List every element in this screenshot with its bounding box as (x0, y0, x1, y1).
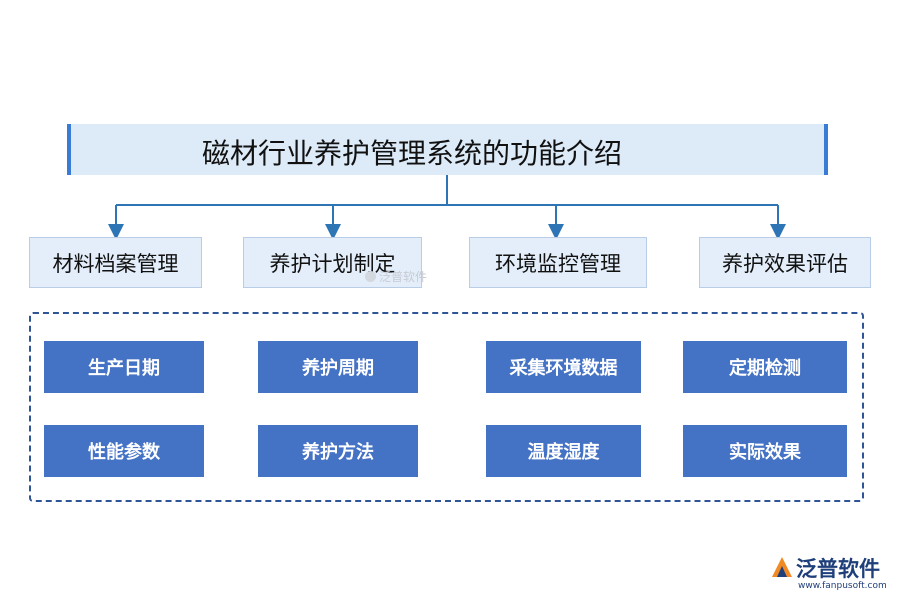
fanpu-logo-icon (772, 557, 792, 577)
logo-text: 泛普软件 (796, 557, 880, 581)
item-periodic-inspection: 定期检测 (683, 341, 847, 393)
item-performance-params: 性能参数 (44, 425, 204, 477)
diagram-title: 磁材行业养护管理系统的功能介绍 (202, 137, 623, 170)
logo-url: www.fanpusoft.com (798, 581, 887, 591)
item-maintenance-cycle: 养护周期 (258, 341, 418, 393)
category-material-archive: 材料档案管理 (29, 237, 202, 288)
items-group-frame (29, 312, 864, 502)
brand-logo: 泛普软件 www.fanpusoft.com (768, 553, 892, 593)
watermark-center: 泛普软件 (365, 268, 427, 285)
watermark-logo-icon (365, 271, 376, 282)
item-temperature-humidity: 温度湿度 (486, 425, 641, 477)
item-collect-env-data: 采集环境数据 (486, 341, 641, 393)
item-maintenance-method: 养护方法 (258, 425, 418, 477)
watermark-text: 泛普软件 (379, 270, 428, 284)
category-effect-evaluation: 养护效果评估 (699, 237, 871, 288)
category-maintenance-plan: 养护计划制定 (243, 237, 422, 288)
title-box: 磁材行业养护管理系统的功能介绍 (67, 124, 828, 175)
item-production-date: 生产日期 (44, 341, 204, 393)
item-actual-effect: 实际效果 (683, 425, 847, 477)
category-environment-monitoring: 环境监控管理 (469, 237, 647, 288)
